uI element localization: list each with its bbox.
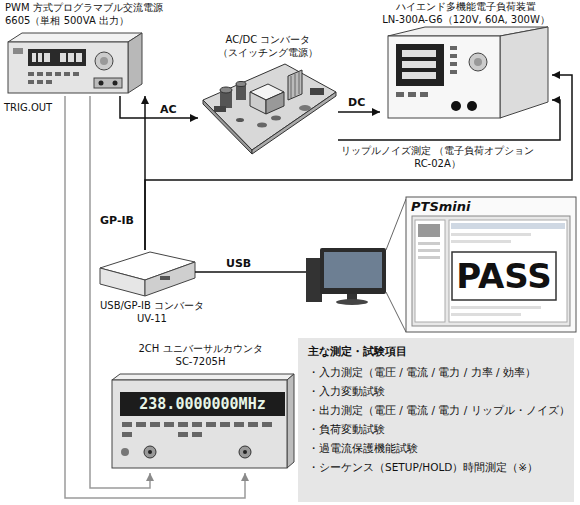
node-text: 6605（単相 500VA 出力） bbox=[5, 15, 129, 28]
edge-label: GP-IB bbox=[100, 214, 134, 228]
electronic-load: ハイエンド多機能電子負荷装置LN-300A-G6（120V, 60A, 300W… bbox=[380, 0, 552, 122]
node-text: ・負荷変動試験 bbox=[308, 423, 385, 436]
connector bbox=[338, 111, 380, 113]
converter-board bbox=[203, 64, 336, 154]
usb-gpib-converter: USB/GP-IB コンバータUV-11 bbox=[92, 250, 212, 330]
bus-name: USB bbox=[226, 257, 251, 271]
box-heading: 主な測定・試験項目 bbox=[308, 345, 407, 359]
node-text: （スイッチング電源） bbox=[198, 47, 338, 60]
edge-label: AC bbox=[160, 103, 177, 117]
acdc-converter: AC/DC コンバータ（スイッチング電源） bbox=[198, 34, 338, 152]
universal-counter: 2CH ユニバーサルカウンタSC-7205H 238.0000000MHz bbox=[108, 343, 293, 473]
ptsmini-window: PTSminiPASS bbox=[406, 197, 576, 332]
connector bbox=[338, 100, 560, 140]
counter-device bbox=[112, 374, 294, 468]
node-text: USB/GP-IB コンバータ bbox=[92, 300, 212, 313]
connector bbox=[65, 96, 245, 498]
node-text: ・過電流保護機能試験 bbox=[308, 442, 418, 455]
node-text: ・シーケンス（SETUP/HOLD）時間測定（※） bbox=[308, 461, 538, 474]
node-text: ・入力測定（電圧 / 電流 / 電力 / 力率 / 効率） bbox=[308, 366, 536, 379]
connector bbox=[90, 96, 150, 488]
test-items-box: 主な測定・試験項目・入力測定（電圧 / 電流 / 電力 / 力率 / 効率） ・入… bbox=[298, 338, 574, 502]
counter-display: 238.0000000MHz bbox=[120, 392, 285, 416]
connector bbox=[145, 75, 572, 250]
node-text: ・出力測定（電圧 / 電流 / 電力 / リップル・ノイズ） bbox=[308, 404, 570, 417]
connector bbox=[120, 96, 198, 118]
ac-power-source: PWM 方式プログラマブル交流電源6605（単相 500VA 出力） bbox=[2, 0, 177, 96]
node-text: ・入力変動試験 bbox=[308, 385, 385, 398]
node-text: 2CH ユニバーサルカウンタ bbox=[108, 343, 293, 356]
node-text: PTSmini bbox=[411, 199, 470, 215]
usb-gpib-box bbox=[100, 252, 195, 296]
edge-label: リップルノイズ測定 （電子負荷オプション RC-02A） bbox=[340, 145, 535, 170]
node-text: UV-11 bbox=[92, 313, 212, 326]
ptsmini-screen bbox=[406, 197, 576, 332]
electronic-load-device bbox=[388, 27, 548, 118]
node-text: AC/DC コンバータ bbox=[198, 34, 338, 47]
pass-result: PASS bbox=[452, 252, 556, 300]
node-text: ハイエンド多機能電子負荷装置 bbox=[380, 1, 552, 14]
node-text: PWM 方式プログラマブル交流電源 bbox=[5, 2, 163, 15]
edge-label: DC bbox=[348, 96, 365, 110]
node-text: SC-7205H bbox=[108, 356, 293, 369]
node-text: LN-300A-G6（120V, 60A, 300W） bbox=[380, 14, 552, 27]
personal-computer bbox=[195, 199, 406, 332]
signal-name: TRIG.OUT bbox=[4, 102, 52, 115]
ac-source-device bbox=[8, 33, 142, 93]
